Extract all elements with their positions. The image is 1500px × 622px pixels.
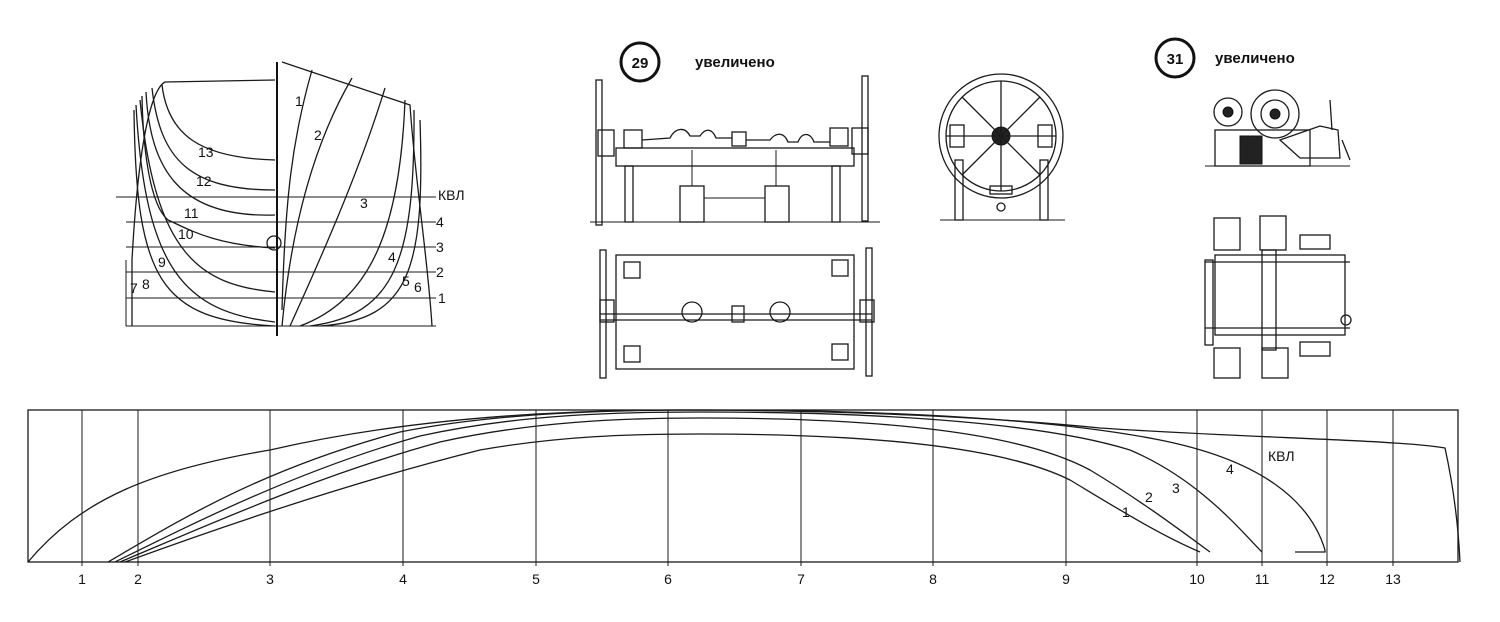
winch-plan-view bbox=[1204, 215, 1352, 379]
station-number-8: 8 bbox=[929, 571, 937, 587]
station-label-9: 9 bbox=[158, 254, 166, 270]
hb-label-4: 4 bbox=[1226, 461, 1234, 477]
half-breadth-3 bbox=[114, 411, 1263, 563]
detail-31: 31 увеличено bbox=[1154, 37, 1352, 379]
body-plan: КВЛ 4 3 2 1 13 12 11 10 9 8 7 1 2 3 4 5 … bbox=[116, 61, 465, 336]
section-7 bbox=[133, 109, 276, 327]
half-breadth-frame bbox=[27, 409, 1459, 563]
hb-label-2: 2 bbox=[1145, 489, 1153, 505]
section-4 bbox=[299, 99, 406, 327]
station-number-1: 1 bbox=[78, 571, 86, 587]
section-13 bbox=[161, 84, 276, 161]
station-number-7: 7 bbox=[797, 571, 805, 587]
station-label-8: 8 bbox=[142, 276, 150, 292]
wl-label-4: 4 bbox=[436, 214, 444, 230]
section-2 bbox=[281, 77, 353, 327]
section-5 bbox=[309, 109, 415, 327]
station-label-6: 6 bbox=[414, 279, 422, 295]
section-outline-left bbox=[131, 79, 276, 326]
half-breadth-2 bbox=[119, 417, 1211, 563]
station-label-12: 12 bbox=[196, 173, 212, 189]
station-label-3: 3 bbox=[360, 195, 368, 211]
section-12 bbox=[151, 87, 276, 191]
station-label-7: 7 bbox=[130, 280, 138, 296]
detail-31-number: 31 bbox=[1167, 51, 1184, 68]
winch-side-view bbox=[1205, 89, 1351, 167]
windlass-elevation bbox=[590, 75, 880, 226]
wl-label-2: 2 bbox=[436, 264, 444, 280]
detail-29-caption: увеличено bbox=[695, 54, 775, 71]
station-label-1: 1 bbox=[295, 93, 303, 109]
detail-31-circle bbox=[1154, 37, 1196, 79]
half-breadth-kvl bbox=[27, 409, 1461, 563]
station-number-3: 3 bbox=[266, 571, 274, 587]
section-9 bbox=[139, 99, 276, 293]
section-outline-right bbox=[281, 61, 433, 327]
windlass-end-view bbox=[938, 73, 1065, 221]
wl-label-3: 3 bbox=[436, 239, 444, 255]
station-label-4: 4 bbox=[388, 249, 396, 265]
station-number-13: 13 bbox=[1385, 571, 1401, 587]
station-label-11: 11 bbox=[184, 205, 199, 221]
section-6 bbox=[319, 119, 422, 327]
station-label-13: 13 bbox=[198, 144, 214, 160]
half-breadth-1 bbox=[124, 433, 1201, 563]
section-8 bbox=[135, 104, 276, 323]
detail-29-circle bbox=[619, 41, 661, 83]
station-number-2: 2 bbox=[134, 571, 142, 587]
detail-31-caption: увеличено bbox=[1215, 50, 1295, 67]
station-label-10: 10 bbox=[178, 226, 194, 242]
section-1 bbox=[281, 69, 313, 311]
shaft-boss bbox=[266, 235, 282, 251]
hb-label-kvl: КВЛ bbox=[1268, 448, 1295, 464]
station-number-10: 10 bbox=[1189, 571, 1205, 587]
station-number-4: 4 bbox=[399, 571, 407, 587]
station-label-5: 5 bbox=[402, 273, 410, 289]
wl-label-1: 1 bbox=[438, 290, 446, 306]
half-breadth-4 bbox=[107, 409, 1326, 563]
station-number-6: 6 bbox=[664, 571, 672, 587]
detail-29-number: 29 bbox=[632, 55, 649, 72]
wl-label-kvl: КВЛ bbox=[438, 187, 465, 203]
station-number-11: 11 bbox=[1255, 571, 1270, 587]
station-label-2: 2 bbox=[314, 127, 322, 143]
hb-label-1: 1 bbox=[1122, 504, 1130, 520]
station-number-5: 5 bbox=[532, 571, 540, 587]
section-11 bbox=[145, 91, 276, 216]
hb-label-3: 3 bbox=[1172, 480, 1180, 496]
station-number-12: 12 bbox=[1319, 571, 1335, 587]
section-10 bbox=[141, 95, 276, 249]
section-3 bbox=[289, 87, 386, 327]
station-number-9: 9 bbox=[1062, 571, 1070, 587]
windlass-plan bbox=[599, 247, 875, 379]
detail-29: 29 увеличено bbox=[590, 41, 1065, 379]
